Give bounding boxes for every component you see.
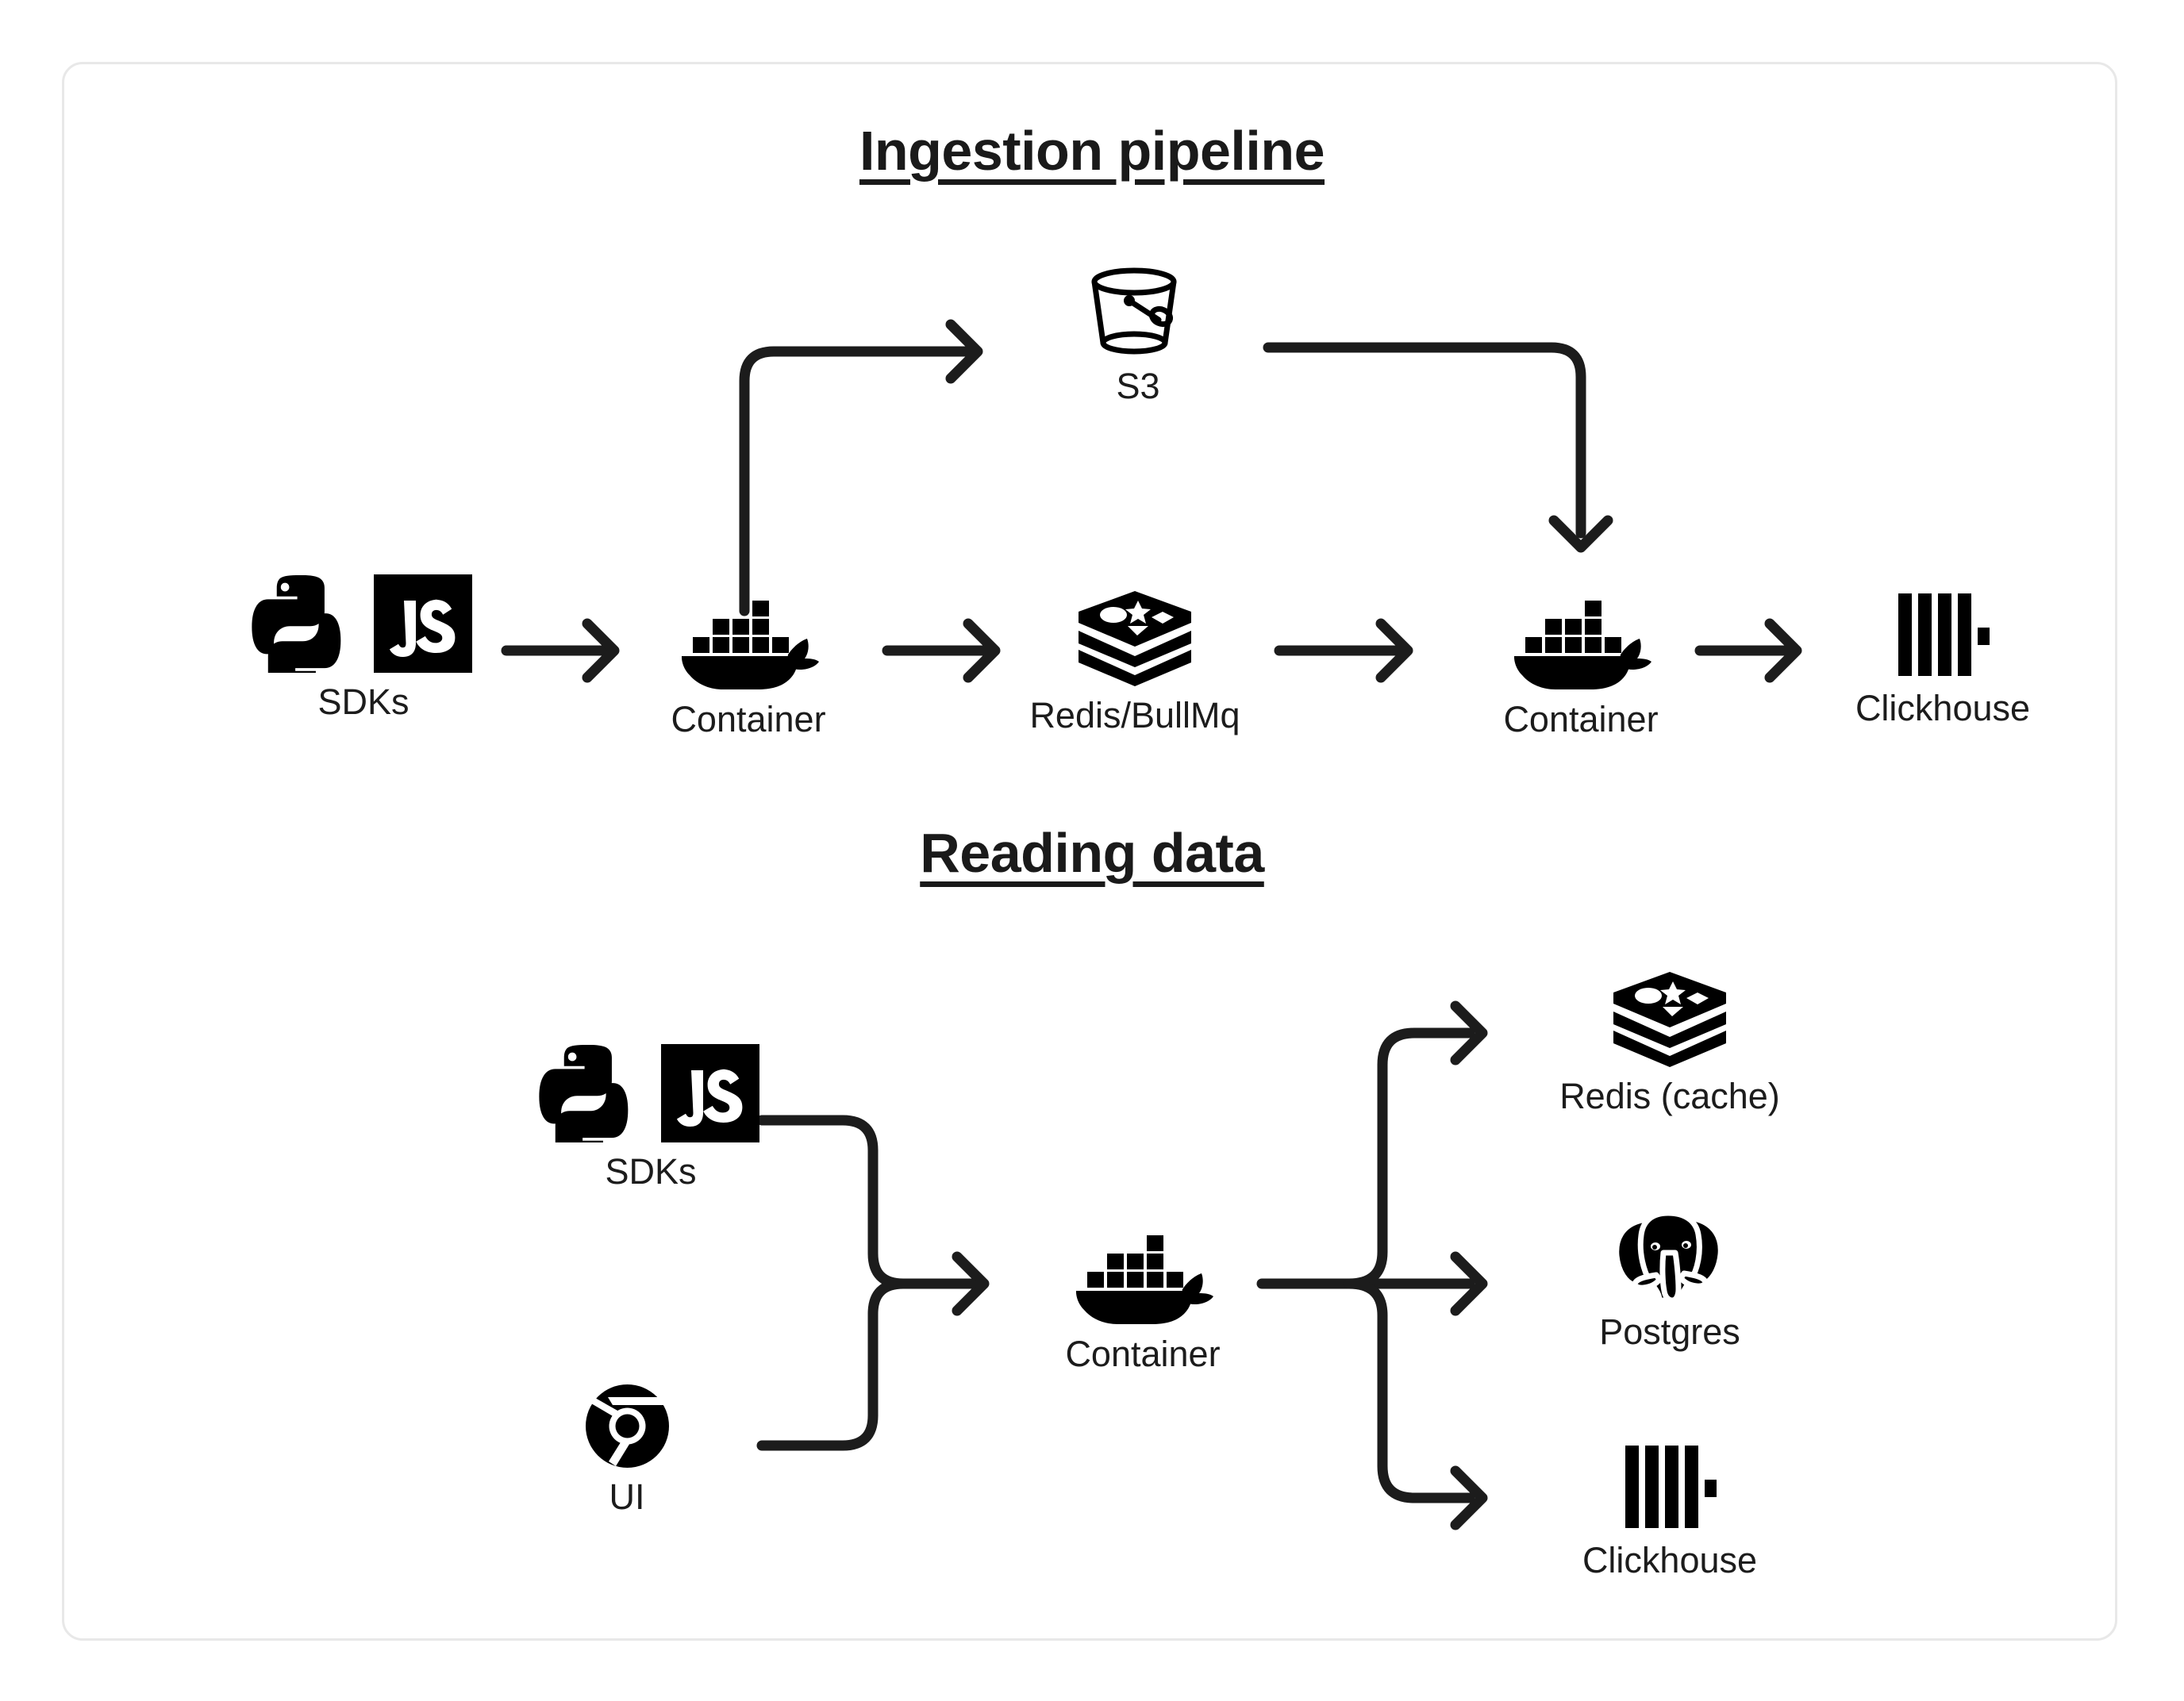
- clickhouse-icon: [1621, 1428, 1720, 1531]
- node-postgres: Postgres: [1527, 1200, 1813, 1350]
- edge-s3-to-container2: [1263, 342, 1608, 547]
- docker-whale-icon: [1063, 1222, 1222, 1325]
- redis-icon: [1075, 583, 1194, 686]
- s3-bucket-icon: [1082, 267, 1194, 357]
- node-label: Clickhouse: [1855, 688, 2031, 728]
- diagram-card: [62, 62, 2117, 1641]
- node-label: Container: [1503, 699, 1659, 739]
- edge-container3-to-redis-cache: [1344, 1006, 1482, 1289]
- node-clickhouse-1: Clickhouse: [1800, 576, 2086, 726]
- node-label: S3: [1116, 366, 1160, 406]
- docker-whale-icon: [1502, 587, 1660, 690]
- edge-container1-to-redis: [882, 624, 995, 678]
- node-ui: UI: [484, 1380, 770, 1515]
- postgres-elephant-icon: [1609, 1200, 1732, 1303]
- node-label: Container: [671, 699, 826, 739]
- docker-whale-icon: [669, 587, 828, 690]
- node-container-2: Container: [1438, 587, 1724, 737]
- python-js-icon: [536, 1039, 766, 1142]
- python-js-icon: [248, 570, 479, 673]
- node-sdks: SDKs: [221, 570, 506, 720]
- node-clickhouse-2: Clickhouse: [1527, 1428, 1813, 1578]
- edge-container3-to-clickhouse2: [1344, 1278, 1482, 1525]
- section-title-reading: Reading data: [920, 822, 1264, 884]
- edge-ui-to-container3: [756, 1278, 978, 1451]
- node-container-1: Container: [606, 587, 891, 737]
- node-s3: S3: [995, 267, 1281, 406]
- edge-redis-to-container2: [1274, 624, 1408, 678]
- node-sdks-2: SDKs: [508, 1039, 794, 1189]
- section-title-ingestion: Ingestion pipeline: [859, 120, 1325, 182]
- edge-container2-to-clickhouse: [1694, 624, 1797, 678]
- node-container-3: Container: [1000, 1222, 1286, 1372]
- redis-icon: [1610, 964, 1729, 1067]
- node-label: Clickhouse: [1582, 1540, 1758, 1580]
- clickhouse-icon: [1894, 576, 1993, 679]
- node-label: Redis (cache): [1559, 1076, 1780, 1116]
- node-label: SDKs: [317, 682, 410, 722]
- node-label: UI: [609, 1476, 645, 1517]
- node-label: Postgres: [1599, 1311, 1740, 1352]
- edge-sdks-to-container1: [501, 624, 614, 678]
- node-redis-bullmq: Redis/BullMq: [992, 583, 1278, 733]
- edge-container1-to-s3: [739, 324, 978, 616]
- node-label: SDKs: [605, 1151, 697, 1192]
- node-redis-cache: Redis (cache): [1527, 964, 1813, 1114]
- node-label: Container: [1065, 1334, 1221, 1374]
- node-label: Redis/BullMq: [1029, 695, 1240, 735]
- chrome-icon: [585, 1380, 669, 1468]
